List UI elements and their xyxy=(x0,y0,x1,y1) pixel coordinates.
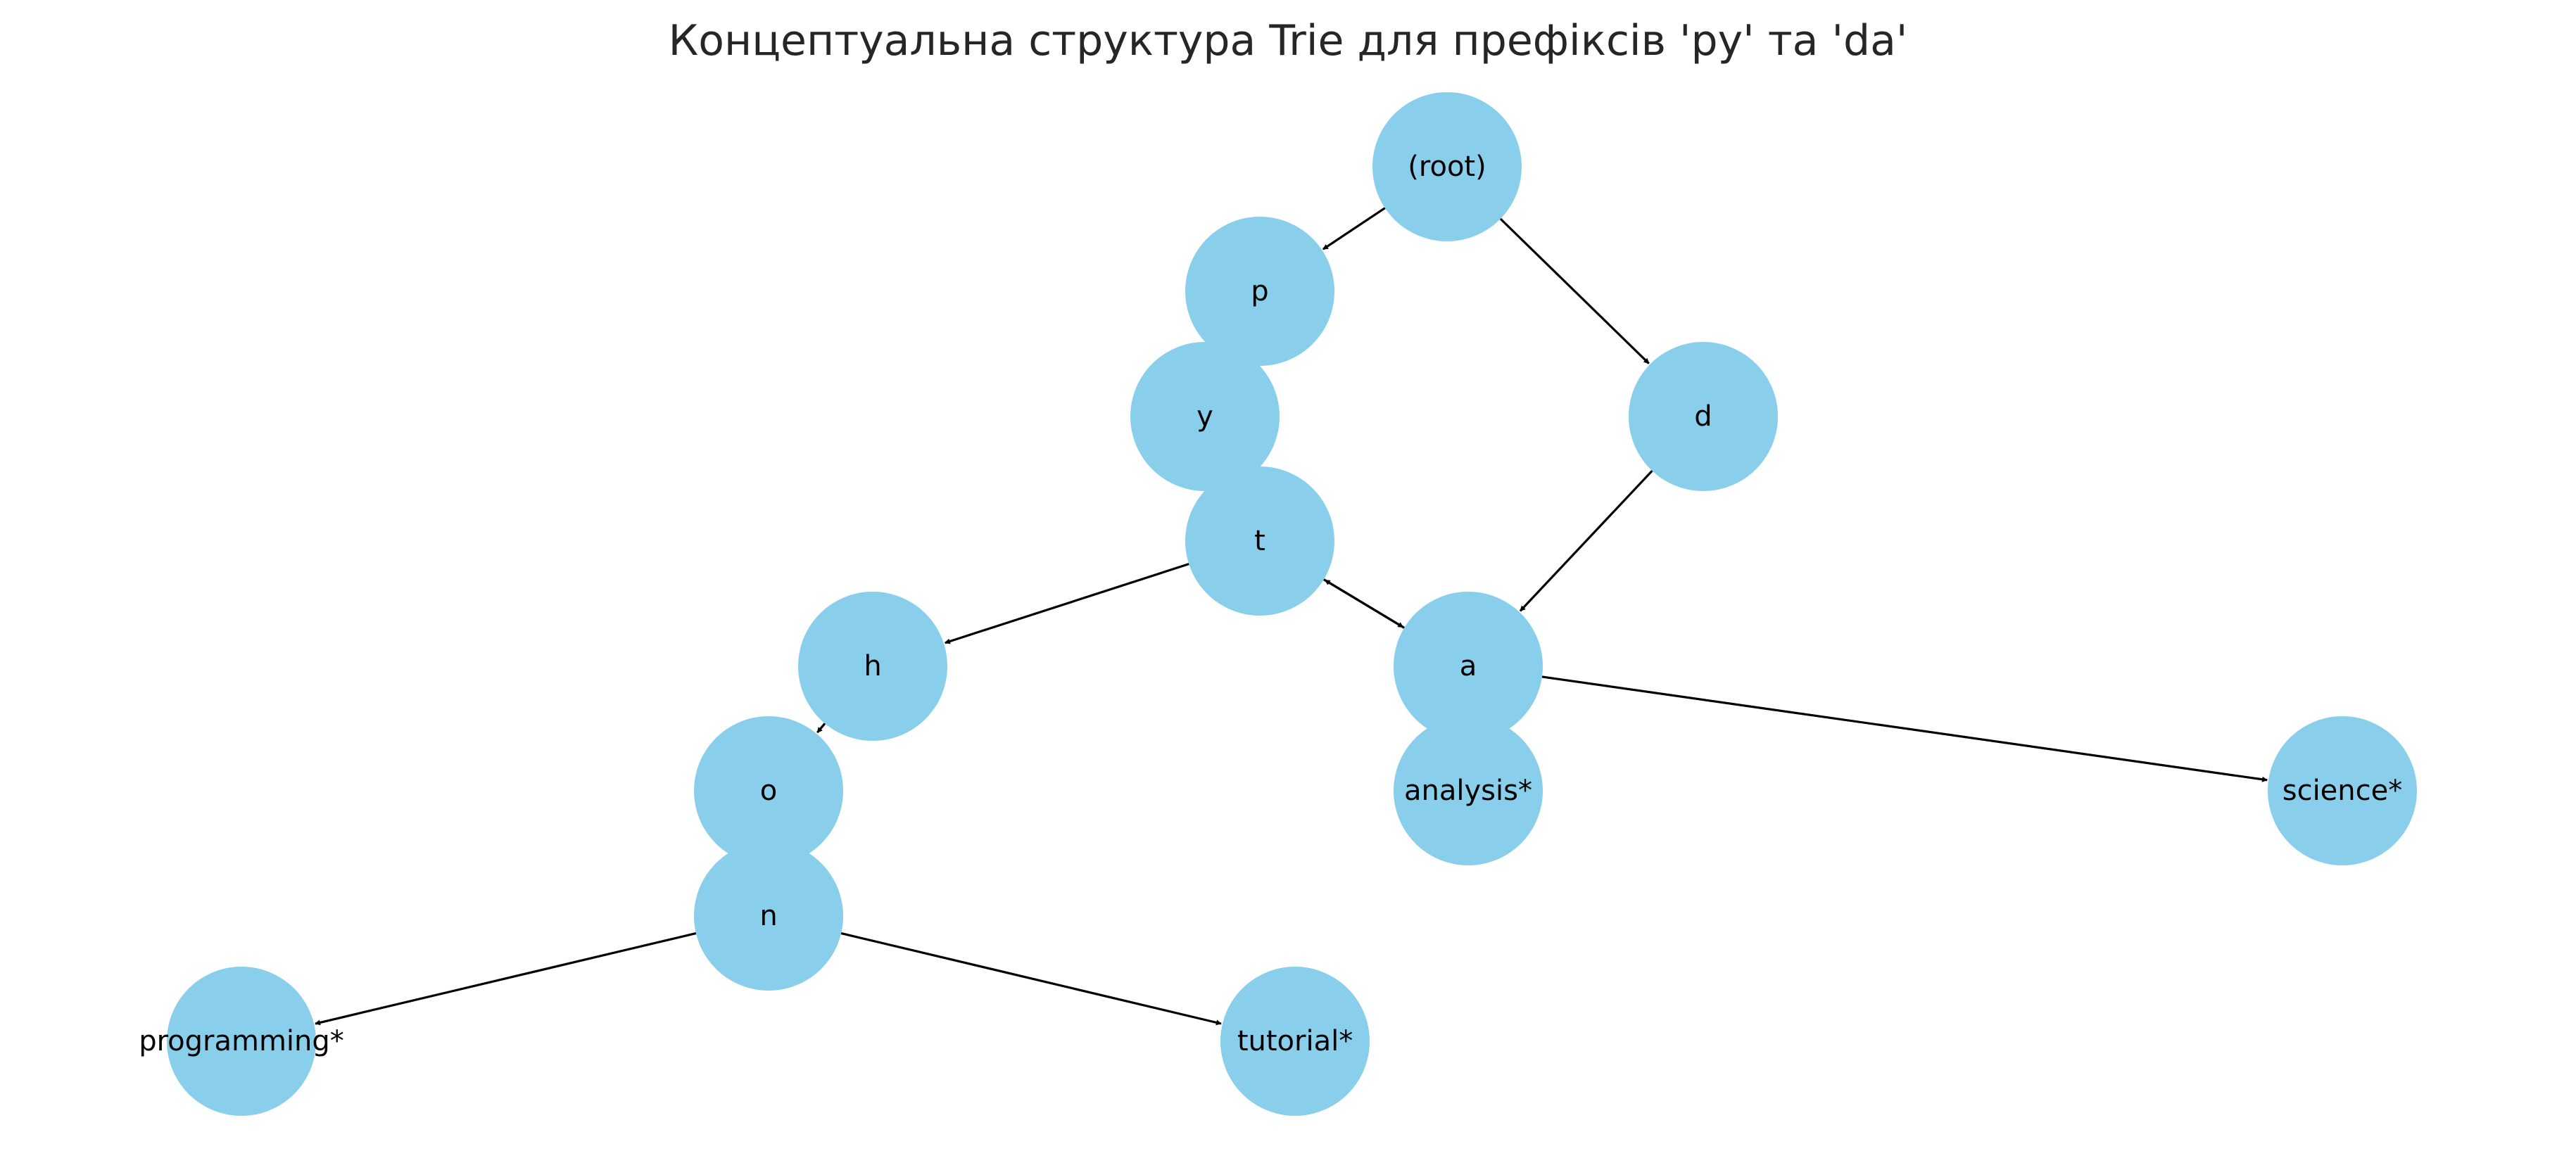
node-h: h xyxy=(798,592,947,741)
node-circle-science xyxy=(2268,716,2417,865)
node-circle-root xyxy=(1372,92,1522,241)
node-label-programming: programming* xyxy=(139,1025,344,1057)
node-programming: programming* xyxy=(139,967,344,1116)
node-circle-p xyxy=(1185,217,1334,366)
edge-a-to-science xyxy=(1541,675,2268,782)
diagram-title: Концептуальна структура Trie для префікс… xyxy=(669,16,1908,65)
edge-root-to-d xyxy=(1499,217,1650,364)
edges-layer xyxy=(315,207,2268,1026)
node-label-o: o xyxy=(760,775,777,807)
node-circle-a xyxy=(1394,592,1543,741)
edge-n-to-tutorial xyxy=(840,931,1222,1026)
node-root: (root) xyxy=(1372,92,1522,241)
edge-t-to-h xyxy=(944,563,1189,644)
edge-n-to-programming xyxy=(315,931,697,1026)
node-circle-programming xyxy=(167,967,316,1116)
node-label-n: n xyxy=(759,900,777,932)
node-n: n xyxy=(694,841,843,991)
node-circle-h xyxy=(798,592,947,741)
node-label-a: a xyxy=(1460,650,1477,682)
node-circle-o xyxy=(694,716,843,865)
node-p: p xyxy=(1185,217,1334,366)
node-circle-analysis xyxy=(1394,716,1543,865)
node-circle-d xyxy=(1629,342,1778,491)
node-analysis: analysis* xyxy=(1394,716,1543,865)
node-label-y: y xyxy=(1197,400,1213,433)
node-label-tutorial: tutorial* xyxy=(1237,1025,1353,1057)
node-label-analysis: analysis* xyxy=(1404,775,1532,807)
node-science: science* xyxy=(2268,716,2417,865)
edge-t-to-a xyxy=(1323,578,1404,628)
node-o: o xyxy=(694,716,843,865)
node-label-p: p xyxy=(1251,275,1268,307)
node-y: y xyxy=(1130,342,1280,491)
edge-root-to-p xyxy=(1322,207,1386,250)
node-label-science: science* xyxy=(2283,775,2403,807)
edge-h-to-o xyxy=(816,723,826,734)
node-label-t: t xyxy=(1254,525,1265,557)
node-d: d xyxy=(1629,342,1778,491)
node-label-h: h xyxy=(864,650,881,682)
node-label-d: d xyxy=(1694,400,1712,433)
edge-d-to-a xyxy=(1519,470,1653,612)
node-circle-n xyxy=(694,841,843,991)
node-a: a xyxy=(1394,592,1543,741)
node-circle-t xyxy=(1185,466,1334,616)
node-circle-tutorial xyxy=(1220,967,1370,1116)
nodes-layer: (root) p y t h o n programming* tutorial* d a analy… xyxy=(139,92,2417,1116)
node-circle-y xyxy=(1130,342,1280,491)
node-t: t xyxy=(1185,466,1334,616)
node-label-root: (root) xyxy=(1408,151,1486,183)
node-tutorial: tutorial* xyxy=(1220,967,1370,1116)
